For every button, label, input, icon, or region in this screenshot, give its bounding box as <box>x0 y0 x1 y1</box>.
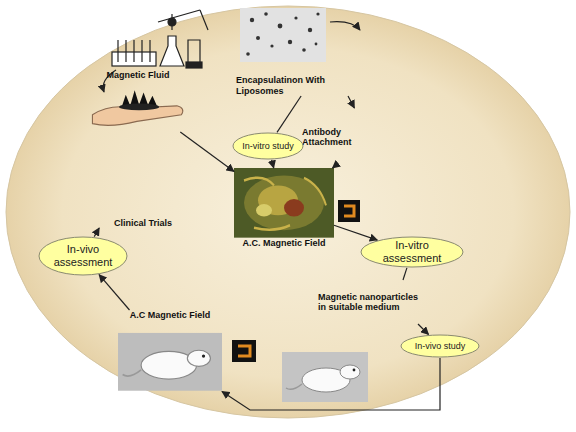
flow-arrow <box>99 275 129 310</box>
lab-equipment-drawing <box>158 10 200 22</box>
flow-arrow <box>403 268 407 280</box>
coil-symbol <box>232 340 256 362</box>
stage-ellipse: In-vitro assessment <box>360 236 464 268</box>
coil-symbol <box>238 346 250 356</box>
step-illustration <box>234 168 334 238</box>
step-illustration <box>118 333 222 391</box>
step-illustration <box>244 178 326 230</box>
stage-ellipse: In-vivo study <box>400 334 480 358</box>
step-illustration <box>202 355 205 358</box>
micrograph <box>294 16 297 19</box>
mouse-photo <box>282 352 368 402</box>
micrograph <box>315 43 318 46</box>
illustrated-step: Magnetic Fluid <box>88 70 188 132</box>
micrograph <box>316 12 319 15</box>
micrograph <box>240 8 326 62</box>
coil-symbol <box>232 340 256 362</box>
illustrated-step: Magnetic nanoparticles in suitable mediu… <box>318 280 474 324</box>
lab-equipment-drawing <box>141 40 142 62</box>
micrograph <box>270 44 273 47</box>
micrograph <box>240 8 326 62</box>
lab-equipment-drawing <box>186 62 202 68</box>
stage-ellipse: In-vivo assessment <box>38 236 128 276</box>
step-illustration <box>118 320 222 404</box>
mouse-photo <box>340 365 360 379</box>
step-illustration <box>88 80 188 132</box>
step-illustration <box>234 168 334 238</box>
ellipse-outline <box>361 237 463 267</box>
micrograph <box>302 48 306 52</box>
flow-arrow <box>222 358 440 410</box>
step-label: In-vivo assessment <box>45 243 121 268</box>
flow-arrow <box>94 228 99 237</box>
illustrated-step: Antibody Attachment <box>302 108 438 166</box>
step-label: A.C Magnetic Field <box>118 310 222 320</box>
lab-equipment-drawing <box>200 10 208 30</box>
flow-arrow <box>334 225 377 240</box>
lab-equipment-drawing <box>117 40 118 62</box>
illustrated-step: A.C. Magnetic Field <box>234 168 334 248</box>
step-label: Clinical Trials <box>114 218 184 228</box>
flow-arrow <box>272 160 274 168</box>
step-illustration <box>234 168 334 238</box>
step-label: Magnetic nanoparticles in suitable mediu… <box>318 292 422 313</box>
flow-arrow <box>418 324 429 335</box>
step-label: Magnetic Fluid <box>88 70 188 80</box>
step-illustration <box>119 104 159 111</box>
ellipse-outline <box>401 335 479 357</box>
step-illustration <box>256 204 272 216</box>
step-label: In-vitro study <box>242 141 294 151</box>
flow-arrow <box>180 132 234 171</box>
micrograph <box>288 40 292 44</box>
coil-symbol <box>338 200 360 222</box>
illustrated-step: Clinical Trials <box>56 156 184 228</box>
background-ellipse <box>6 6 570 418</box>
lab-equipment-drawing <box>149 40 150 62</box>
flow-arrow <box>348 96 354 108</box>
lab-arrow <box>330 22 360 30</box>
flow-arrow <box>333 166 335 168</box>
step-illustration <box>118 320 222 404</box>
coil-symbol <box>338 200 360 222</box>
micrograph <box>246 52 250 56</box>
mouse-photo <box>286 384 302 389</box>
lab-equipment-drawing <box>168 18 176 26</box>
micrograph <box>278 24 283 29</box>
micrograph <box>264 12 268 16</box>
mouse-photo <box>353 369 356 372</box>
lab-equipment-drawing <box>112 10 208 68</box>
step-illustration <box>284 199 304 216</box>
step-label: In-vivo study <box>415 341 466 351</box>
lab-equipment-drawing <box>133 40 134 62</box>
illustrated-step: Encapsulatinon With Liposomes <box>236 18 418 96</box>
step-illustration <box>88 80 188 132</box>
ellipse-outline <box>39 237 127 275</box>
step-label: A.C. Magnetic Field <box>234 238 334 248</box>
mouse-photo <box>282 352 368 402</box>
step-illustration <box>187 351 210 367</box>
step-label: Antibody Attachment <box>302 127 364 148</box>
ellipse-outline <box>233 133 303 159</box>
stage-ellipse: In-vitro study <box>232 132 304 160</box>
step-label: In-vitro assessment <box>367 239 457 264</box>
illustrated-step: A.C Magnetic Field <box>118 310 222 404</box>
micrograph <box>256 36 260 40</box>
step-illustration <box>123 370 141 376</box>
coil-symbol <box>344 206 354 216</box>
lab-equipment-drawing <box>125 40 126 62</box>
lab-equipment-drawing <box>160 36 184 66</box>
step-label: Encapsulatinon With Liposomes <box>236 75 336 96</box>
micrograph <box>308 28 312 32</box>
micrograph <box>250 18 254 22</box>
flow-arrow <box>277 96 301 132</box>
